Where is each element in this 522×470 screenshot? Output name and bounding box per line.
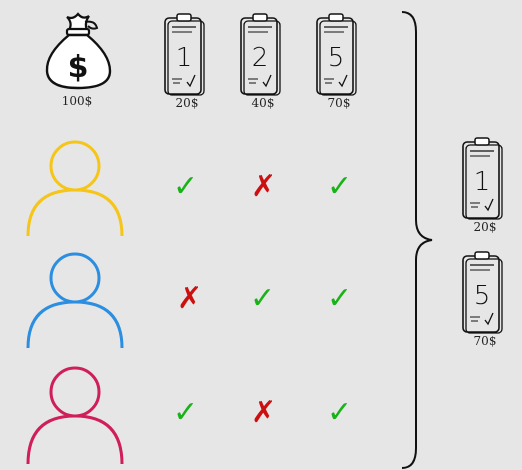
- vote-check-icon: ✓: [327, 284, 352, 314]
- person-yellow-icon: [22, 134, 132, 238]
- task-cost: 70$: [309, 96, 369, 110]
- task-number: 5: [328, 43, 345, 73]
- task-cost: 20$: [157, 96, 217, 110]
- selected-cost: 70$: [455, 334, 515, 348]
- task-number: 1: [474, 167, 491, 197]
- vote-check-icon: ✓: [173, 172, 198, 202]
- vote-cross-icon: ✗: [251, 172, 276, 202]
- vote-cross-icon: ✗: [177, 284, 202, 314]
- task-cost: 40$: [233, 96, 293, 110]
- selected-clipboard-1: 1: [458, 136, 506, 220]
- task-clipboard-1: 1: [160, 12, 208, 96]
- vote-check-icon: ✓: [173, 398, 198, 428]
- task-clipboard-3: 5: [312, 12, 360, 96]
- task-number: 5: [474, 281, 491, 311]
- vote-cross-icon: ✗: [251, 398, 276, 428]
- person-magenta-icon: [22, 362, 132, 466]
- selected-cost: 20$: [455, 220, 515, 234]
- task-clipboard-2: 2: [236, 12, 284, 96]
- right-brace: [398, 10, 438, 470]
- vote-check-icon: ✓: [250, 284, 275, 314]
- vote-check-icon: ✓: [327, 172, 352, 202]
- svg-text:$: $: [68, 50, 89, 85]
- money-bag-icon: $: [40, 8, 118, 92]
- selected-clipboard-2: 5: [458, 250, 506, 334]
- task-number: 1: [176, 43, 193, 73]
- budget-label: 100$: [47, 94, 107, 108]
- vote-check-icon: ✓: [327, 398, 352, 428]
- task-number: 2: [252, 43, 269, 73]
- person-blue-icon: [22, 248, 132, 352]
